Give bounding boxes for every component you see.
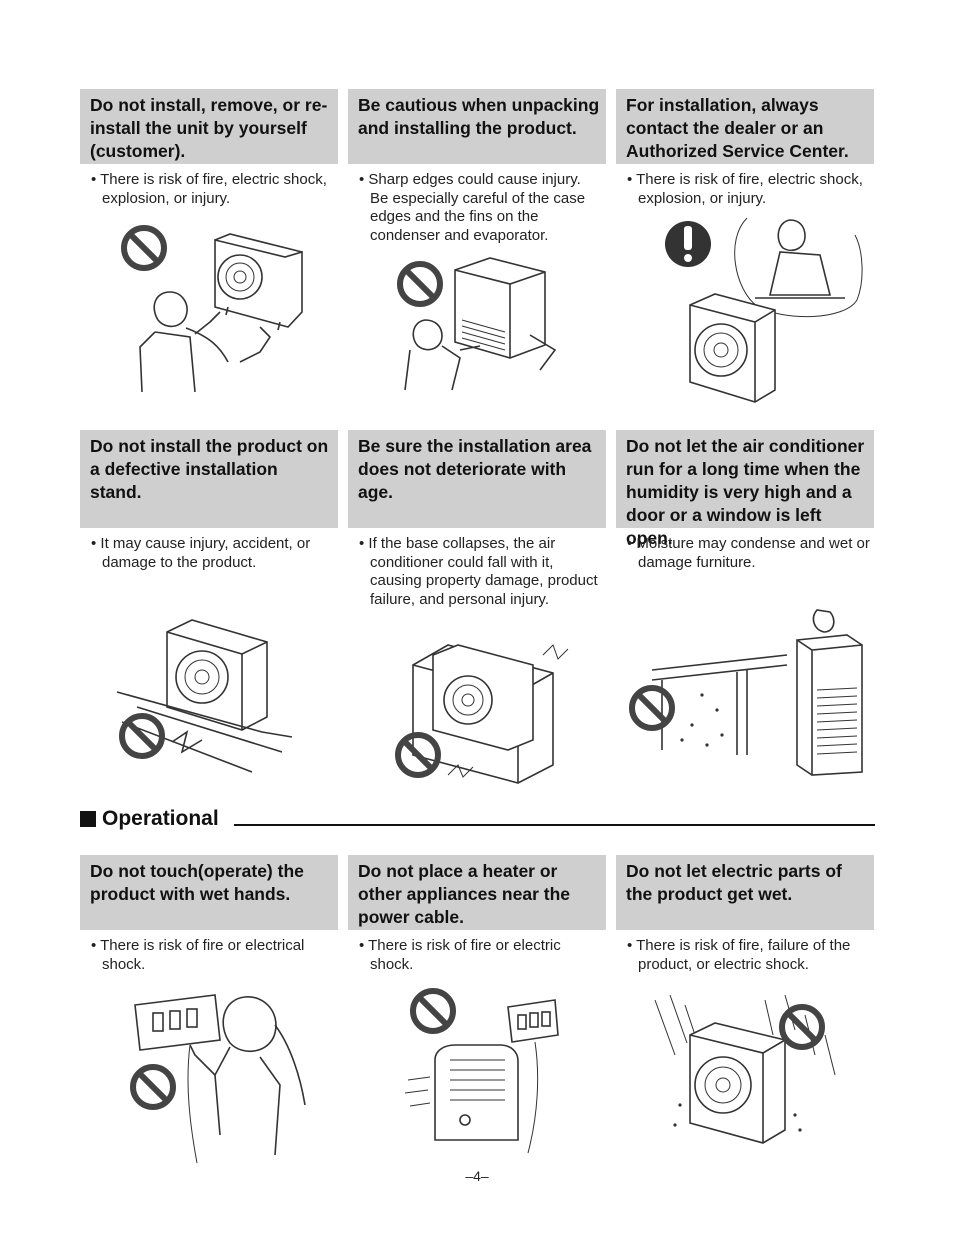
crack-icon bbox=[447, 644, 569, 778]
outdoor-unit-icon bbox=[689, 293, 776, 403]
card-heading: Do not place a heater or other appliance… bbox=[348, 855, 606, 930]
card-electric-parts-wet: Do not let electric parts of the product… bbox=[616, 855, 874, 974]
section-title-text: Operational bbox=[102, 807, 219, 830]
card-heading: Do not install, remove, or re-install th… bbox=[80, 89, 338, 164]
outdoor-unit-icon bbox=[432, 644, 534, 751]
section-rule bbox=[234, 824, 875, 826]
outdoor-unit-icon bbox=[214, 233, 303, 331]
card-bullet: • It may cause injury, accident, or dama… bbox=[91, 535, 311, 571]
section-title-operational: Operational bbox=[80, 806, 219, 832]
illustration-heater-cable bbox=[400, 985, 570, 1155]
page-number: –4– bbox=[465, 1168, 489, 1184]
person-icon bbox=[139, 291, 272, 393]
card-heading: Do not let the air conditioner run for a… bbox=[616, 430, 874, 548]
card-heater-cable: Do not place a heater or other appliance… bbox=[348, 855, 606, 974]
card-heading: Do not touch(operate) the product with w… bbox=[80, 855, 338, 930]
illustration-defective-stand bbox=[112, 612, 302, 777]
prohibition-icon bbox=[130, 1064, 176, 1110]
card-heading: Do not install the product on a defectiv… bbox=[80, 430, 338, 528]
heat-waves-icon bbox=[404, 1076, 431, 1107]
outlet-icon bbox=[134, 994, 221, 1051]
packaged-unit-icon bbox=[454, 257, 546, 359]
card-bullet: • There is risk of fire, electric shock,… bbox=[91, 171, 327, 207]
illustration-installation-area bbox=[388, 625, 578, 785]
wall-outlet-icon bbox=[507, 999, 559, 1154]
card-installation-area: Be sure the installation area does not d… bbox=[348, 430, 606, 610]
person-icon bbox=[404, 319, 557, 391]
card-bullet: • There is risk of fire, failure of the … bbox=[627, 937, 851, 973]
card-bullet: • If the base collapses, the air conditi… bbox=[359, 535, 598, 609]
card-heading: Be sure the installation area does not d… bbox=[348, 430, 606, 528]
card-unpacking: Be cautious when unpacking and installin… bbox=[348, 89, 606, 246]
illustration-humidity bbox=[622, 600, 872, 780]
prohibition-icon bbox=[119, 713, 165, 759]
card-bullet: • There is risk of fire, electric shock,… bbox=[627, 171, 863, 207]
prohibition-icon bbox=[395, 732, 441, 778]
prohibition-icon bbox=[629, 685, 675, 731]
card-bullet: • There is risk of fire or electric shoc… bbox=[359, 937, 561, 973]
exclamation-icon bbox=[665, 221, 711, 267]
illustration-wet-hands bbox=[105, 985, 315, 1165]
illustration-unpacking bbox=[390, 250, 570, 400]
card-defective-stand: Do not install the product on a defectiv… bbox=[80, 430, 338, 572]
card-heading: For installation, always contact the dea… bbox=[616, 89, 874, 164]
floor-standing-ac-icon bbox=[796, 609, 863, 776]
illustration-contact-dealer bbox=[655, 210, 865, 415]
prohibition-icon bbox=[121, 225, 167, 271]
card-humidity: Do not let the air conditioner run for a… bbox=[616, 430, 874, 572]
dealer-on-phone-icon bbox=[755, 219, 845, 299]
water-drops-icon bbox=[673, 1103, 802, 1132]
outdoor-unit-icon bbox=[166, 619, 268, 731]
prohibition-icon bbox=[397, 261, 443, 307]
speech-bubble-icon bbox=[734, 217, 863, 318]
card-diy-install: Do not install, remove, or re-install th… bbox=[80, 89, 338, 208]
card-bullet: • Moisture may condense and wet or damag… bbox=[627, 535, 870, 571]
card-bullet: • Sharp edges could cause injury. Be esp… bbox=[359, 171, 586, 245]
broken-stand-icon bbox=[116, 691, 293, 773]
card-wet-hands: Do not touch(operate) the product with w… bbox=[80, 855, 338, 974]
card-heading: Do not let electric parts of the product… bbox=[616, 855, 874, 930]
prohibition-icon bbox=[779, 1004, 825, 1050]
woman-icon bbox=[189, 996, 306, 1156]
square-bullet-icon bbox=[80, 811, 96, 827]
outdoor-unit-icon bbox=[689, 1022, 786, 1144]
illustration-diy-install bbox=[110, 212, 310, 402]
card-heading: Be cautious when unpacking and installin… bbox=[348, 89, 606, 164]
illustration-electric-parts-wet bbox=[645, 995, 860, 1160]
card-bullet: • There is risk of fire or electrical sh… bbox=[91, 937, 305, 973]
heater-icon bbox=[434, 1044, 519, 1141]
card-contact-dealer: For installation, always contact the dea… bbox=[616, 89, 874, 208]
power-cable bbox=[187, 1044, 198, 1164]
prohibition-icon bbox=[410, 988, 456, 1034]
water-drops-icon bbox=[680, 693, 724, 747]
